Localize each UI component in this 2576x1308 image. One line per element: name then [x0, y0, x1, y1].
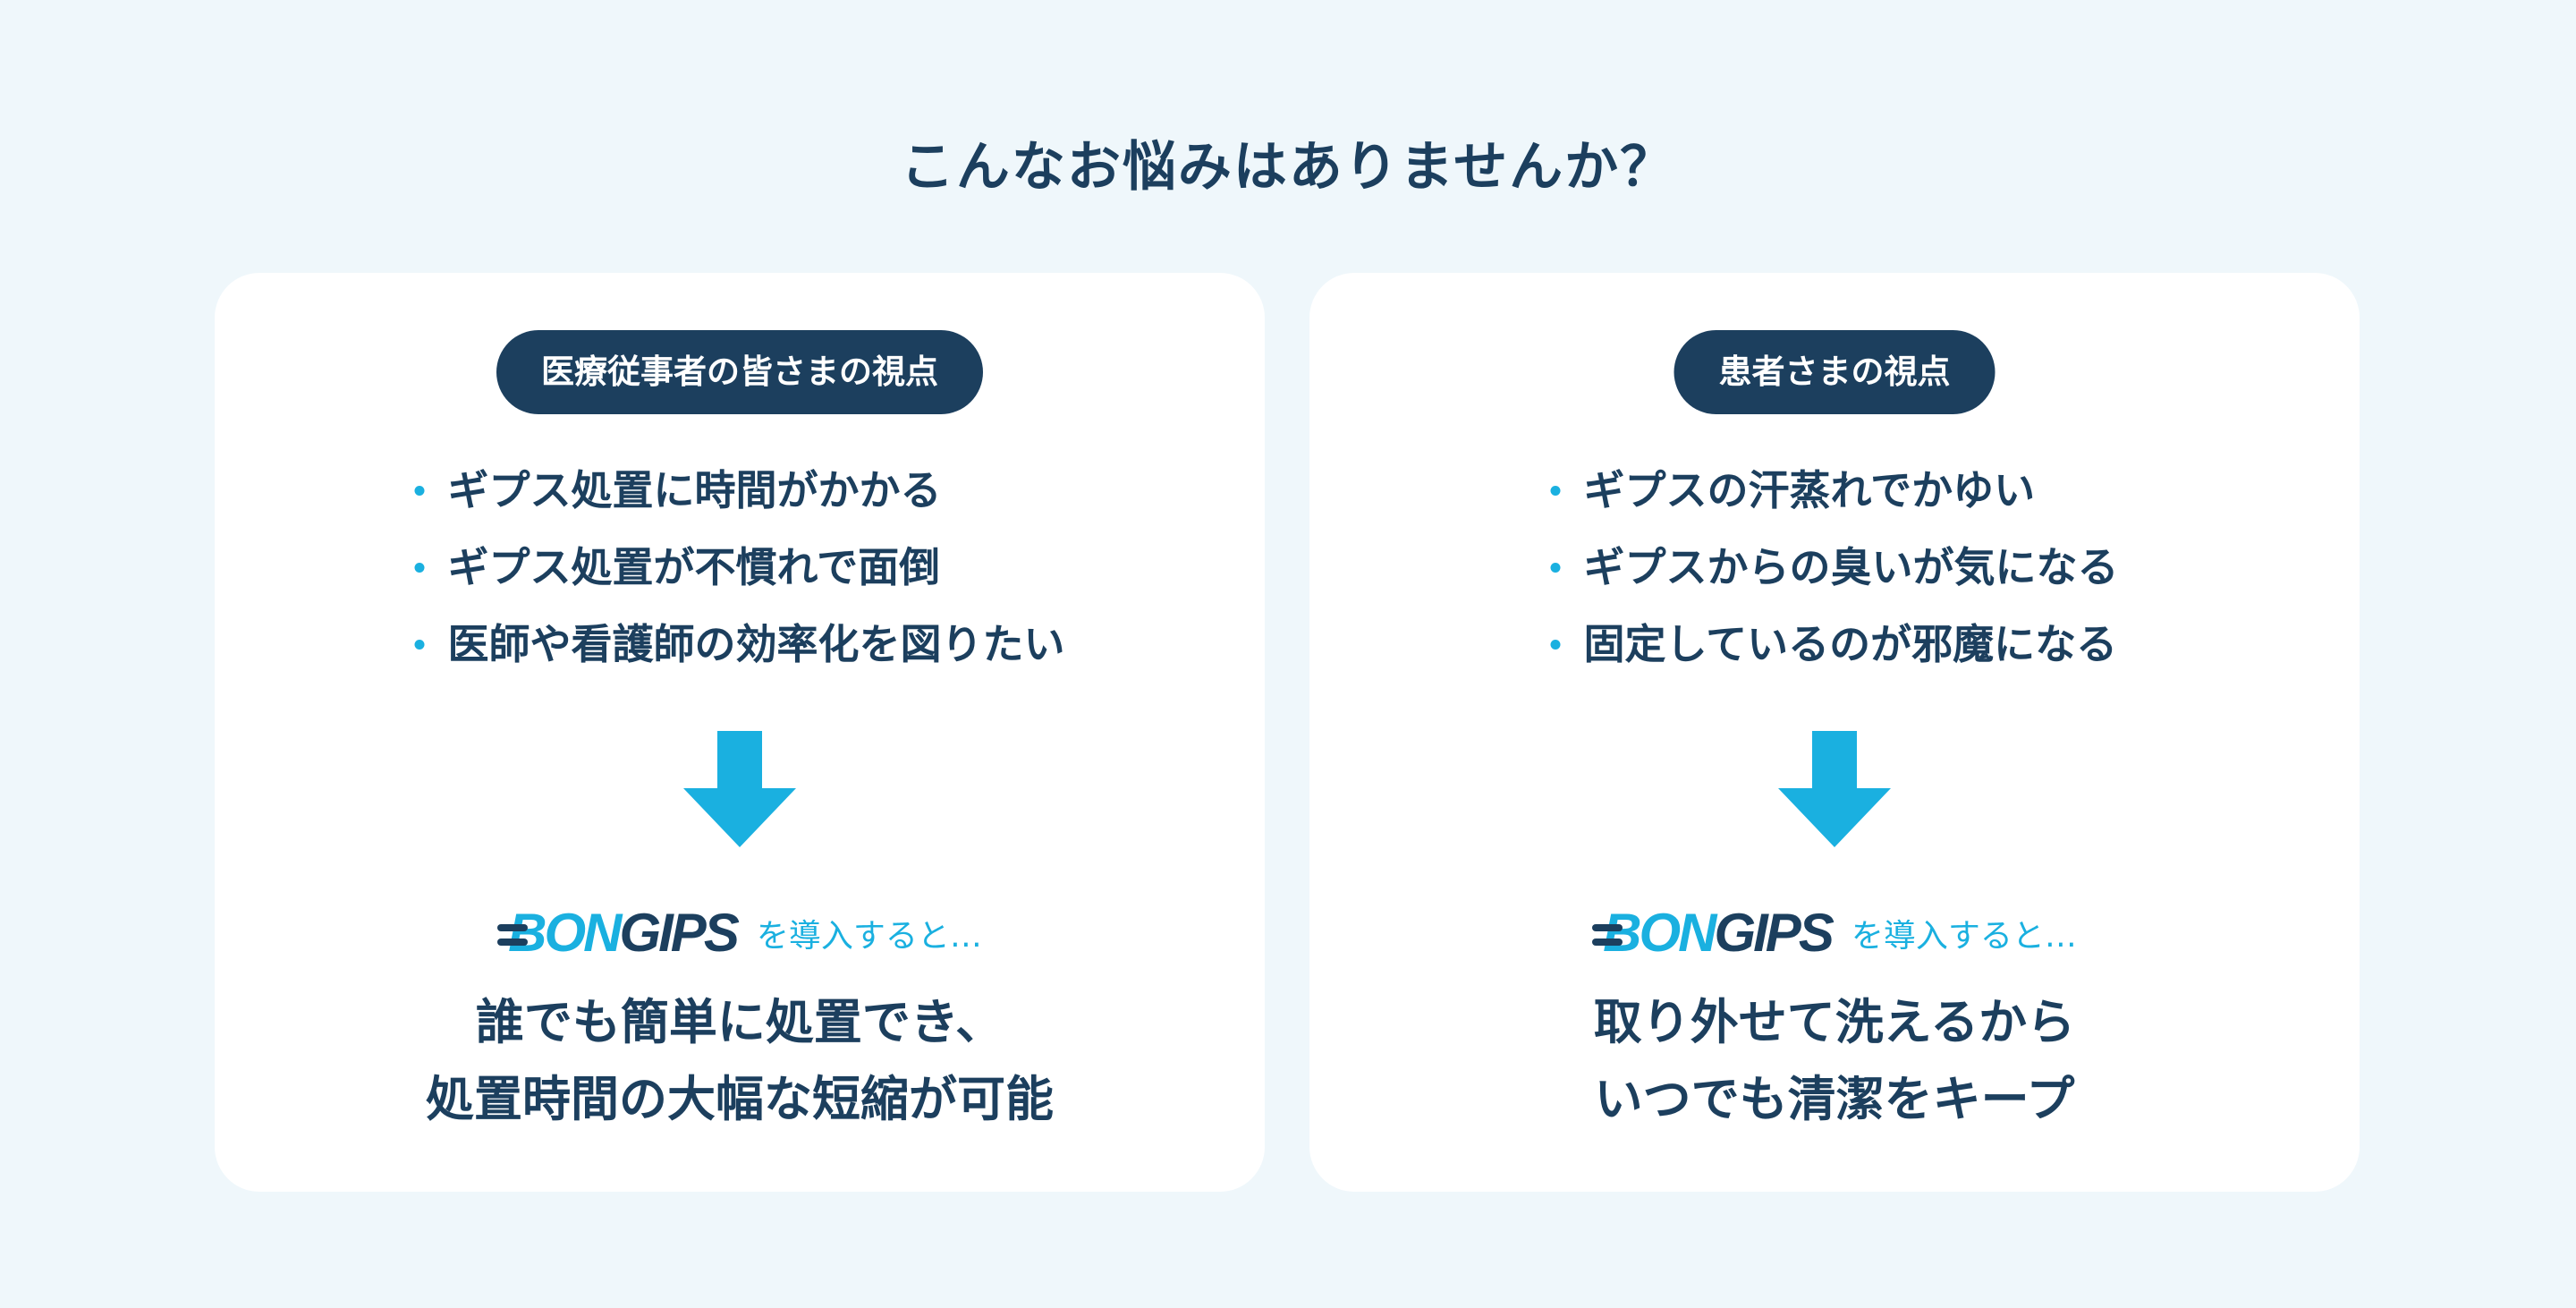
- list-item: 医師や看護師の効率化を図りたい: [414, 606, 1065, 683]
- concern-list: ギプス処置に時間がかかる ギプス処置が不慣れで面倒 医師や看護師の効率化を図りた…: [414, 452, 1065, 683]
- arrow-down-icon: [1778, 731, 1891, 847]
- card-patient: 患者さまの視点 ギプスの汗蒸れでかゆい ギプスからの臭いが気になる 固定している…: [1309, 273, 2360, 1192]
- section-title: こんなお悩みはありませんか？: [900, 136, 1676, 199]
- viewpoint-badge: 患者さまの視点: [1674, 330, 1996, 414]
- viewpoint-badge: 医療従事者の皆さまの視点: [496, 330, 983, 414]
- intro-text: を導入すると…: [756, 918, 982, 955]
- result-text: 誰でも簡単に処置でき、 処置時間の大幅な短縮が可能: [215, 984, 1265, 1138]
- concern-list: ギプスの汗蒸れでかゆい ギプスからの臭いが気になる 固定しているのが邪魔になる: [1550, 452, 2119, 683]
- result-line: 誰でも簡単に処置でき、: [475, 994, 1004, 1050]
- bullet-icon: [1550, 639, 1561, 650]
- list-item: ギプス処置が不慣れで面倒: [414, 529, 1065, 606]
- bongips-logo: BONGIPS: [497, 906, 740, 960]
- list-item-text: ギプスの汗蒸れでかゆい: [1583, 466, 2036, 514]
- result-line: 処置時間の大幅な短縮が可能: [426, 1071, 1054, 1127]
- list-item: ギプス処置に時間がかかる: [414, 452, 1065, 529]
- list-item-text: 医師や看護師の効率化を図りたい: [447, 620, 1065, 668]
- list-item-text: ギプス処置に時間がかかる: [447, 466, 942, 514]
- list-item: ギプスからの臭いが気になる: [1550, 529, 2119, 606]
- bullet-icon: [1550, 485, 1561, 496]
- logo-row: BONGIPS を導入すると…: [215, 906, 1265, 960]
- card-medical-staff: 医療従事者の皆さまの視点 ギプス処置に時間がかかる ギプス処置が不慣れで面倒 医…: [215, 273, 1265, 1192]
- result-line: いつでも清潔をキープ: [1594, 1071, 2075, 1127]
- result-text: 取り外せて洗えるから いつでも清潔をキープ: [1309, 984, 2360, 1138]
- list-item-text: 固定しているのが邪魔になる: [1583, 620, 2118, 668]
- list-item: 固定しているのが邪魔になる: [1550, 606, 2119, 683]
- list-item-text: ギプス処置が不慣れで面倒: [447, 543, 941, 591]
- intro-text: を導入すると…: [1851, 918, 2077, 955]
- result-line: 取り外せて洗えるから: [1593, 994, 2076, 1050]
- bongips-logo: BONGIPS: [1592, 906, 1835, 960]
- bullet-icon: [414, 485, 425, 496]
- list-item: ギプスの汗蒸れでかゆい: [1550, 452, 2119, 529]
- arrow-down-icon: [683, 731, 796, 847]
- logo-row: BONGIPS を導入すると…: [1309, 906, 2360, 960]
- bullet-icon: [414, 562, 425, 573]
- list-item-text: ギプスからの臭いが気になる: [1583, 543, 2119, 591]
- bullet-icon: [1550, 562, 1561, 573]
- bullet-icon: [414, 639, 425, 650]
